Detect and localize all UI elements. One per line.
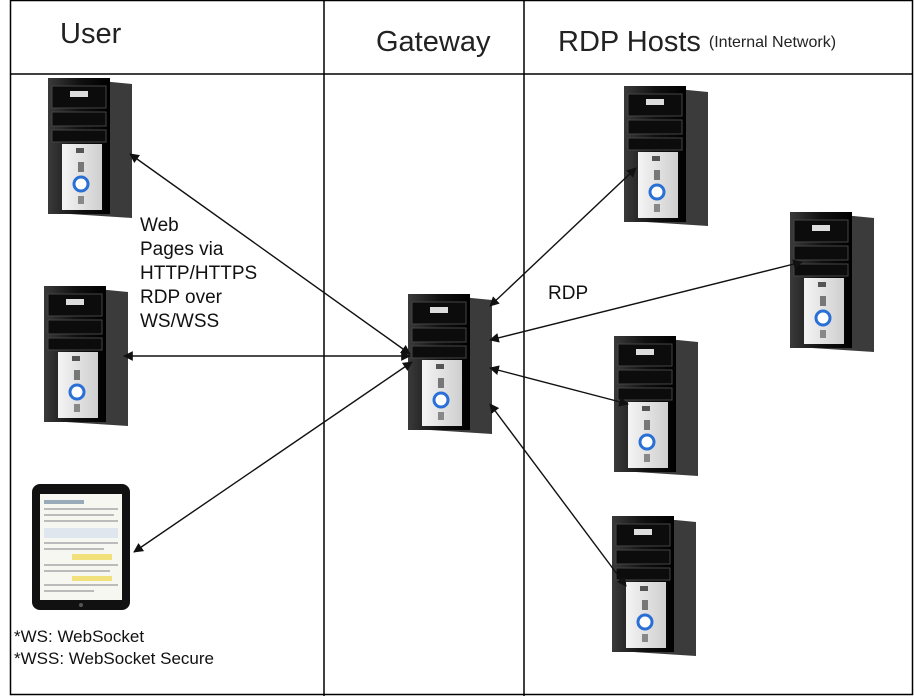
web-label-line: RDP over xyxy=(140,287,223,308)
user-tablet-icon xyxy=(32,484,130,610)
rdp-hosts-title: RDP Hosts xyxy=(558,26,701,58)
rdp-host-4-icon xyxy=(610,514,698,658)
link-gateway-host4 xyxy=(489,403,627,587)
link-pc1-gateway xyxy=(129,153,411,355)
gateway-server-icon xyxy=(406,292,494,436)
rdp-host-1-icon xyxy=(622,84,710,228)
column-header-gateway: Gateway xyxy=(376,26,491,58)
rdp-host-2-icon xyxy=(788,210,876,354)
link-tablet-gateway xyxy=(133,361,413,553)
legend: *WS: WebSocket *WSS: WebSocket Secure xyxy=(14,626,214,670)
column-header-rdp-hosts: RDP Hosts (Internal Network) xyxy=(558,26,836,59)
rdp-hosts-note: (Internal Network) xyxy=(708,34,837,52)
web-label-line: HTTP/HTTPS xyxy=(140,263,258,284)
user-pc-2-icon xyxy=(42,284,130,428)
web-protocol-label: Web Pages via HTTP/HTTPS RDP over WS/WSS xyxy=(140,214,257,334)
legend-wss: *WSS: WebSocket Secure xyxy=(14,649,214,668)
link-gateway-host3 xyxy=(489,365,629,407)
web-label-line: Web xyxy=(140,215,179,236)
rdp-protocol-label: RDP xyxy=(548,283,589,304)
link-gateway-host2 xyxy=(489,259,803,343)
legend-ws: *WS: WebSocket xyxy=(14,627,145,646)
web-label-line: Pages via xyxy=(140,239,224,260)
column-header-user: User xyxy=(60,18,122,50)
rdp-host-3-icon xyxy=(612,334,700,478)
user-pc-1-icon xyxy=(46,76,134,220)
diagram-frame xyxy=(9,0,914,696)
web-label-line: WS/WSS xyxy=(140,311,220,332)
